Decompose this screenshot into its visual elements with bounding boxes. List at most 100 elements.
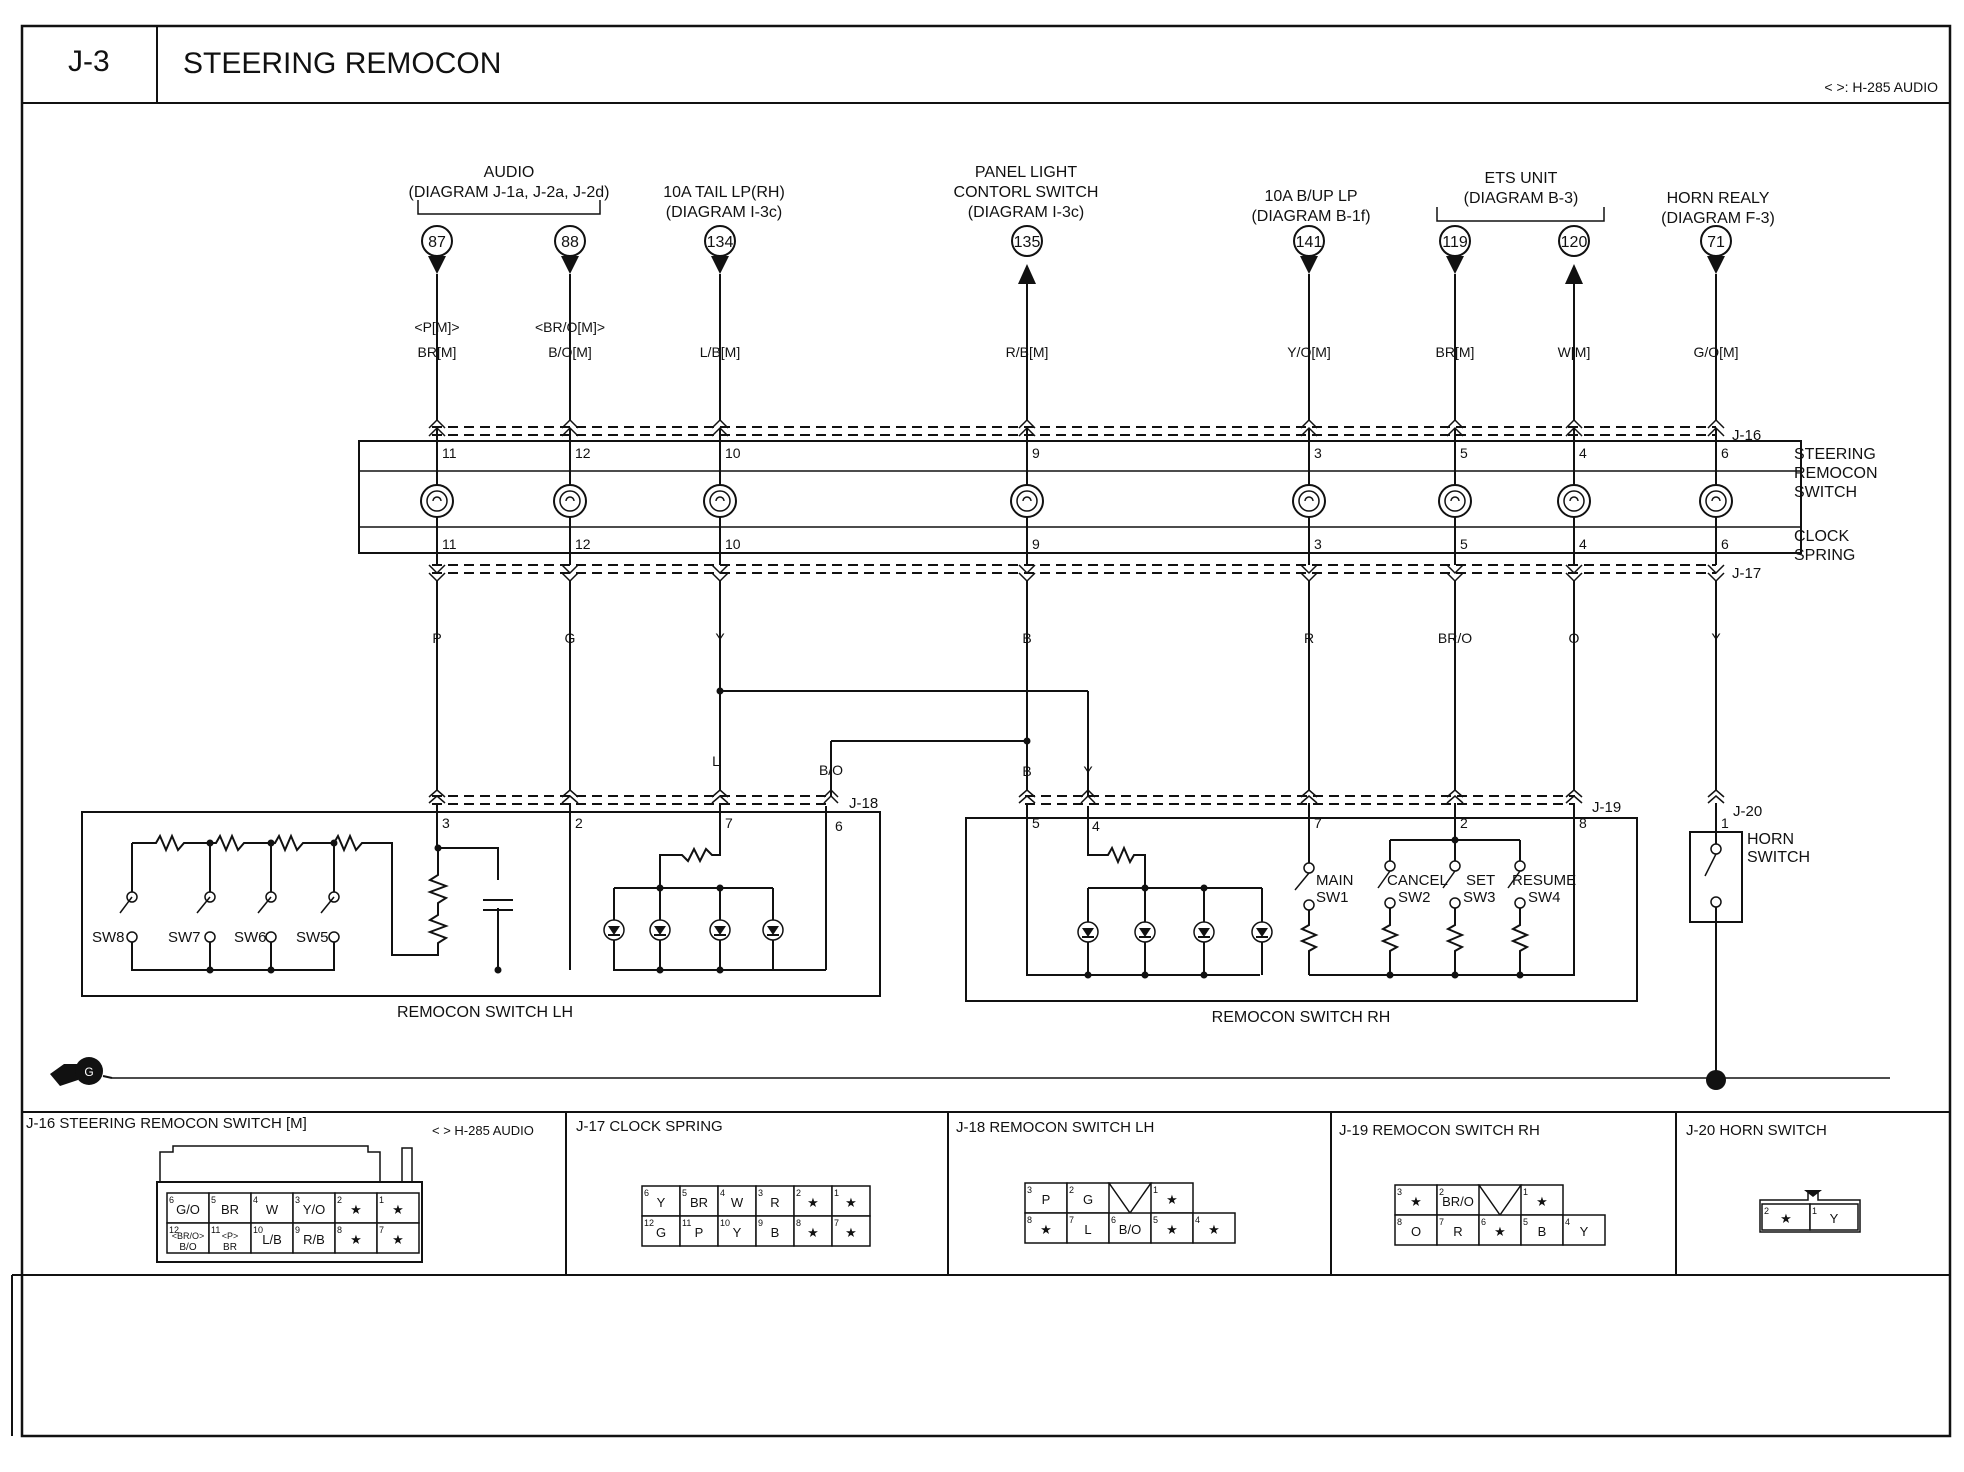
pin-cell: 2★ [1761, 1203, 1811, 1231]
pin-number: 1 [1153, 1185, 1158, 1195]
pin-wire: ★ [845, 1225, 857, 1240]
group-ets-line2: (DIAGRAM B-3) [1464, 190, 1579, 207]
group-horn-line1: HORN REALY [1667, 190, 1770, 207]
pin-cell: 3Y/O [292, 1192, 336, 1224]
pin-number: 9 [295, 1225, 300, 1235]
remocon-switch-lh: REMOCON SWITCH LH SW8 SW7 SW6 SW5 [81, 806, 881, 1021]
pin-cell: 7★ [376, 1222, 420, 1254]
pin-top: 3 [1314, 445, 1322, 461]
diagram-title: STEERING REMOCON [183, 47, 501, 80]
pin-number: 9 [758, 1218, 763, 1228]
j18-label: J-18 [849, 795, 878, 812]
clock-spring-coil-icon [703, 484, 737, 518]
rh-sw2-code: SW2 [1398, 889, 1431, 906]
pin-number: 2 [1069, 1185, 1074, 1195]
pin-wire-alt: <BR/O> [172, 1231, 205, 1241]
pin-number: 11 [682, 1218, 691, 1228]
lh-sw8: SW8 [92, 929, 125, 946]
pin-wire: ★ [1040, 1222, 1052, 1237]
group-panel-line2: CONTORL SWITCH [954, 184, 1099, 201]
led-icon [649, 919, 671, 941]
clock-spring-coil-icon [1557, 484, 1591, 518]
pin-number: 4 [253, 1195, 258, 1205]
clock-spring-coil-icon [1438, 484, 1472, 518]
clock-spring-coil-icon [553, 484, 587, 518]
pin-top: 6 [1721, 445, 1729, 461]
circuit-ref: 119 [1442, 234, 1468, 251]
pin-cell: 9B [755, 1215, 795, 1247]
j16-label: J-16 [1732, 427, 1761, 444]
pin-wire: ★ [845, 1195, 857, 1210]
clock-label-1: CLOCK [1794, 528, 1849, 545]
ground-label: G [84, 1065, 93, 1079]
pin-wire: ★ [392, 1232, 404, 1247]
pin-wire: ★ [1494, 1224, 1506, 1239]
pin-wire: G [656, 1225, 666, 1240]
connector-key-icon [1477, 1184, 1523, 1217]
lh-sw6: SW6 [234, 929, 267, 946]
pin-cell: 2★ [334, 1192, 378, 1224]
pin-number: 5 [1153, 1215, 1158, 1225]
pin-cell: 2G [1066, 1182, 1110, 1214]
pin-cell: 4★ [1192, 1212, 1236, 1244]
pin-number: 7 [834, 1218, 839, 1228]
circuit-ref: 135 [1014, 234, 1041, 251]
pin-number: 2 [1764, 1206, 1769, 1216]
pin-wire: R [1453, 1224, 1462, 1239]
group-panel-line3: (DIAGRAM I-3c) [968, 204, 1084, 221]
pin-wire: Y/O [303, 1202, 325, 1217]
header-note: < >: H-285 AUDIO [1824, 79, 1938, 95]
pin-cell: 1★ [1520, 1184, 1564, 1216]
group-tail-line1: 10A TAIL LP(RH) [663, 184, 785, 201]
pin-wire: L/B [262, 1232, 282, 1247]
pin-cell: 7R [1436, 1214, 1480, 1246]
pin-number: 3 [1027, 1185, 1032, 1195]
j16-view-title: J-16 STEERING REMOCON SWITCH [M] [26, 1115, 307, 1132]
rh-sw1-code: SW1 [1316, 889, 1349, 906]
bo-lower-pin: 6 [835, 818, 843, 834]
pin-wire: P [695, 1225, 704, 1240]
pin-number: 1 [379, 1195, 384, 1205]
group-audio-line1: AUDIO [484, 164, 535, 181]
pin-cell: 10Y [717, 1215, 757, 1247]
pin-number: 1 [1812, 1206, 1817, 1216]
pin-wire: B/O [1119, 1222, 1141, 1237]
circuit-ref-circle [1011, 225, 1043, 257]
group-horn-line2: (DIAGRAM F-3) [1661, 210, 1775, 227]
pin-number: 6 [644, 1188, 649, 1198]
pin-cell: 2BR/O [1436, 1184, 1480, 1216]
pin-wire: G/O [176, 1202, 200, 1217]
pin-cell: 6B/O [1108, 1212, 1152, 1244]
arrow-down-icon [1300, 256, 1318, 274]
wire-bottom-label: O [1569, 630, 1580, 646]
pin-cell: 1★ [831, 1185, 871, 1217]
pin-lower: 2 [575, 815, 583, 831]
pin-wire: ★ [807, 1195, 819, 1210]
ground-junction [1706, 1070, 1726, 1090]
pin-bottom: 9 [1032, 536, 1040, 552]
pin-cell: 5BR [679, 1185, 719, 1217]
pin-number: 2 [796, 1188, 801, 1198]
pin-lower: 7 [1314, 815, 1322, 831]
j18-view-title: J-18 REMOCON SWITCH LH [956, 1119, 1154, 1136]
pin-cell: 8★ [793, 1215, 833, 1247]
j19-view-title: J-19 REMOCON SWITCH RH [1339, 1122, 1540, 1139]
pin-cell: 2★ [793, 1185, 833, 1217]
pin-wire: ★ [1780, 1211, 1792, 1226]
clock-spring-coil-icon [1699, 484, 1733, 518]
pin-wire: BR [221, 1202, 239, 1217]
wire-top-label: L/B[M] [700, 344, 740, 360]
pin-cell [1477, 1184, 1523, 1217]
pin-cell [1107, 1182, 1153, 1215]
pin-cell: 6G/O [166, 1192, 210, 1224]
pin-wire: O [1411, 1224, 1421, 1239]
pin-wire: B [1538, 1224, 1547, 1239]
pin-wire: BR/O [1442, 1194, 1474, 1209]
led-icon [1251, 921, 1273, 943]
pin-top: 11 [442, 445, 457, 461]
pin-wire: R [770, 1195, 779, 1210]
pin-cell: 6★ [1478, 1214, 1522, 1246]
pin-wire: Y [1580, 1224, 1589, 1239]
pin-number: 4 [1565, 1217, 1570, 1227]
